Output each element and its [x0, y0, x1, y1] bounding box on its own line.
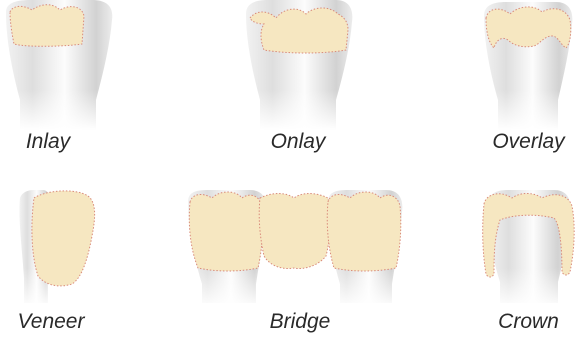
onlay-root-fade — [238, 90, 358, 130]
bridge-right-crown — [327, 192, 401, 271]
inlay-root-fade — [0, 90, 120, 130]
veneer-label: Veneer — [0, 310, 102, 334]
bridge-figure: Bridge — [180, 188, 410, 340]
bridge-illustration — [180, 188, 410, 308]
overlay-illustration — [478, 0, 579, 130]
bridge-pontic — [259, 194, 330, 269]
bridge-label: Bridge — [250, 310, 350, 334]
onlay-restoration — [250, 8, 348, 53]
crown-illustration — [478, 188, 579, 308]
inlay-figure: Inlay — [0, 0, 120, 175]
bridge-left-crown — [189, 192, 263, 271]
bridge-root-fade — [180, 268, 410, 308]
veneer-figure: Veneer — [0, 188, 120, 340]
onlay-illustration — [238, 0, 358, 130]
inlay-label: Inlay — [0, 130, 96, 154]
onlay-figure: Onlay — [238, 0, 358, 175]
overlay-root-fade — [478, 90, 579, 130]
inlay-illustration — [0, 0, 120, 130]
onlay-label: Onlay — [250, 130, 346, 154]
crown-label: Crown — [478, 310, 579, 334]
veneer-illustration — [0, 188, 120, 308]
overlay-label: Overlay — [478, 130, 579, 154]
crown-figure: Crown — [478, 188, 579, 340]
overlay-figure: Overlay — [478, 0, 579, 175]
inlay-restoration — [10, 5, 84, 47]
